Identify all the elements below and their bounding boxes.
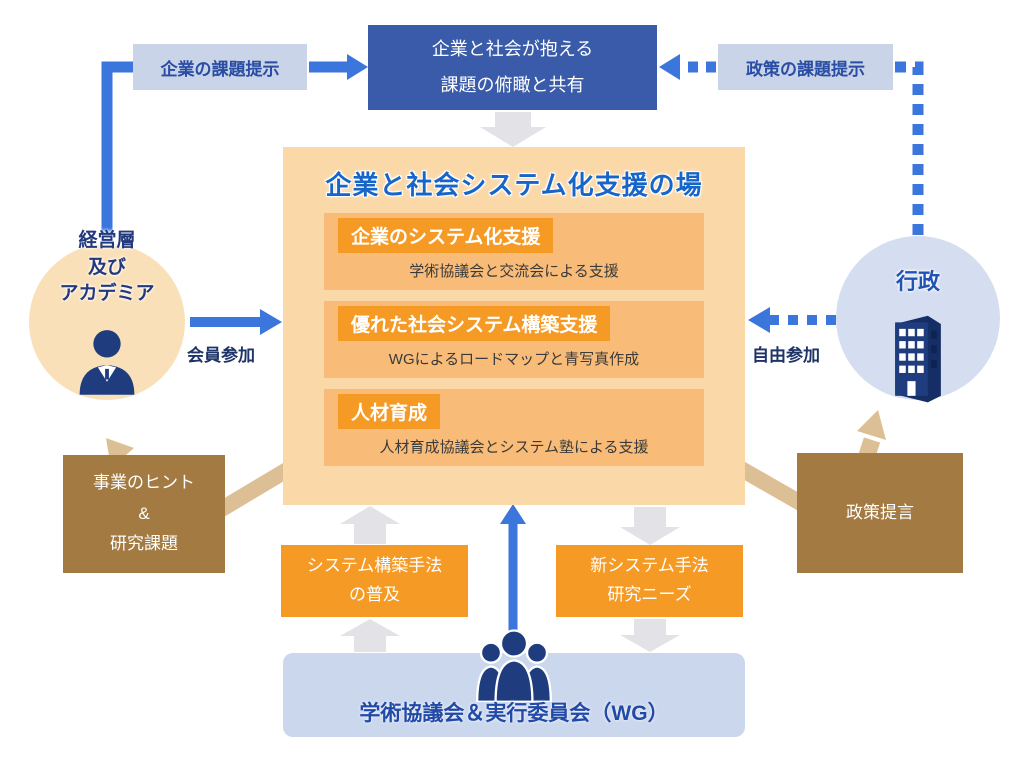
support-item-corporate-desc: 学術協議会と交流会による支援 (409, 263, 619, 280)
support-item-social-label: 優れた社会システム構築支援 (338, 306, 611, 341)
blue-arrowhead-member (260, 309, 282, 335)
academic-council-label: 学術協議会＆実行委員会（WG） (359, 702, 669, 725)
gray-arrow-center-down (620, 507, 680, 545)
support-item-corporate: 企業のシステム化支援 学術協議会と交流会による支援 (324, 213, 704, 290)
support-item-hr-desc: 人材育成協議会とシステム塾による支援 (379, 439, 649, 456)
gray-arrow-box1-up (340, 506, 400, 544)
support-item-social: 優れた社会システム構築支援 WGによるロードマップと青写真作成 (324, 301, 704, 378)
support-item-hr: 人材育成 人材育成協議会とシステム塾による支援 (324, 389, 704, 466)
management-academia-label: 経営層 及び アカデミア (59, 230, 155, 305)
people-group-icon (476, 629, 552, 702)
dotted-elbow-right (895, 61, 924, 235)
support-item-hr-label: 人材育成 (338, 394, 441, 429)
support-field-title: 企業と社会システム化支援の場 (325, 170, 703, 200)
support-item-social-desc: WGによるロードマップと青写真作成 (388, 351, 640, 368)
government-circle: 行政 (836, 236, 1000, 403)
support-item-corporate-label: 企業のシステム化支援 (338, 218, 554, 253)
member-participation-label: 会員参加 (187, 346, 255, 365)
gray-arrow-top-down (480, 112, 546, 147)
policy-proposal-label: 政策提言 (846, 502, 914, 522)
business-hints-label: 事業のヒント & 研究課題 (93, 473, 195, 554)
management-academia-circle: 経営層 及び アカデミア (29, 230, 185, 400)
academic-council-bar: 学術協議会＆実行委員会（WG） (283, 629, 745, 737)
dotted-arrowhead (659, 54, 680, 80)
policy-issues-label: 政策の課題提示 (746, 59, 865, 79)
system-method-spread-box: システム構築手法 の普及 (281, 545, 468, 617)
dotted-arrowhead-free (748, 307, 770, 333)
blue-elbow-left (101, 61, 133, 240)
businessman-icon (79, 330, 135, 395)
tan-arrowhead-to-gov (857, 410, 886, 440)
government-building-icon (895, 315, 941, 403)
government-label: 行政 (895, 269, 940, 294)
business-hints-box: 事業のヒント & 研究課題 (63, 455, 225, 573)
shared-issues-box: 企業と社会が抱える 課題の俯瞰と共有 (368, 25, 657, 110)
company-issues-label: 企業の課題提示 (160, 59, 280, 79)
new-method-needs-box: 新システム手法 研究ニーズ (556, 545, 743, 617)
system-method-spread-label: システム構築手法 の普及 (306, 556, 443, 604)
shared-issues-label: 企業と社会が抱える 課題の俯瞰と共有 (431, 39, 594, 95)
policy-issues-box: 政策の課題提示 (718, 44, 893, 90)
free-participation-label: 自由参加 (752, 346, 820, 365)
new-method-needs-label: 新システム手法 研究ニーズ (590, 556, 709, 604)
blue-arrowhead (347, 54, 368, 80)
blue-arrowhead-wg (500, 504, 526, 524)
policy-proposal-box: 政策提言 (797, 453, 963, 573)
support-field-box: 企業と社会システム化支援の場 企業のシステム化支援 学術協議会と交流会による支援… (283, 147, 745, 505)
company-issues-box: 企業の課題提示 (133, 44, 307, 90)
gray-arrow-bar-up (340, 619, 400, 652)
gray-arrow-box2-down (620, 619, 680, 652)
